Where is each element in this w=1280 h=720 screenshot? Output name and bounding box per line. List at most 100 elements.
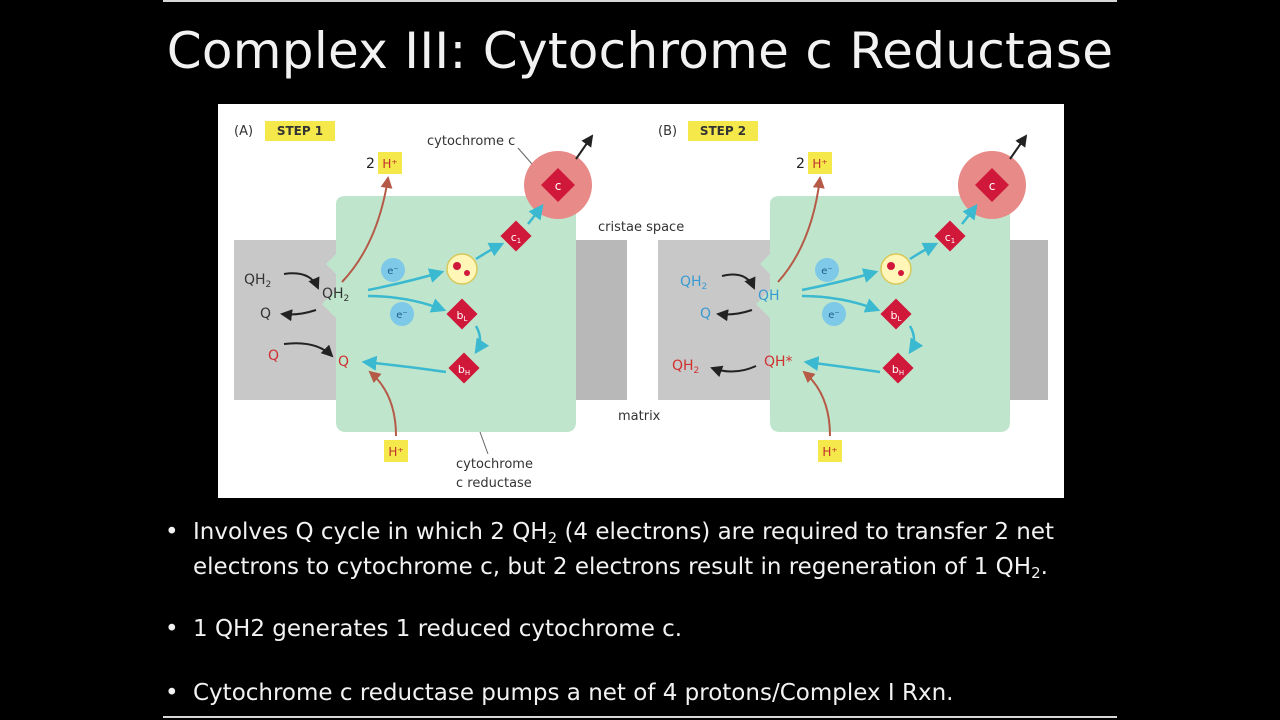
reductase-leader bbox=[479, 431, 489, 455]
cytochrome-c-label-inner-b: c bbox=[989, 179, 996, 193]
proton-count-b: 2 bbox=[796, 156, 805, 172]
bl-to-bh-arrow-a bbox=[474, 325, 490, 355]
bullet-dot: • bbox=[165, 616, 179, 642]
q-site-a: Q bbox=[338, 354, 349, 370]
q-released-b: Q bbox=[700, 306, 711, 322]
panel-b: (B) STEP 2 2 H⁺ H⁺ c QH2 QH Q QH2 QH* e⁻… bbox=[658, 121, 1048, 462]
q-release-arrow-a bbox=[280, 309, 317, 322]
rieske-center-b bbox=[880, 253, 912, 285]
reductase-label-2: c reductase bbox=[456, 476, 532, 491]
bullet-text-1: Involves Q cycle in which 2 QH2 (4 elect… bbox=[193, 519, 1055, 582]
proton-box-top-a bbox=[378, 152, 402, 174]
electron-2-label-a: e⁻ bbox=[396, 310, 407, 321]
bh-to-q-arrow-b bbox=[803, 356, 881, 374]
step-1-label: STEP 1 bbox=[277, 124, 323, 138]
proton-in-arrow-a bbox=[368, 370, 397, 437]
proton-label-bottom-a: H⁺ bbox=[388, 445, 403, 459]
proton-label-top-b: H⁺ bbox=[812, 157, 827, 171]
q-cycle-diagram: (A) STEP 1 2 H⁺ H⁺ cytochrome c c QH2 QH… bbox=[234, 121, 1048, 491]
e-to-rieske-arrow-b bbox=[801, 268, 879, 292]
heme-bl-label-a: bL bbox=[457, 309, 468, 323]
cytochrome-c-heme-a bbox=[541, 168, 575, 202]
heme-bl-label-b: bL bbox=[891, 309, 902, 323]
electron-1-a bbox=[381, 258, 405, 282]
rieske-s-a bbox=[464, 270, 470, 276]
qh-star-site-b: QH* bbox=[764, 354, 793, 370]
rieske-to-c1-arrow-a bbox=[475, 242, 505, 261]
e-to-bl-arrow-a bbox=[367, 294, 447, 313]
qh2-pool-b: QH2 bbox=[680, 274, 707, 292]
rieske-center-a bbox=[446, 253, 478, 285]
cytochrome-c-label-inner-a: c bbox=[555, 179, 562, 193]
proton-box-top-b bbox=[808, 152, 832, 174]
bottom-rule bbox=[163, 716, 1117, 718]
q-cycle-figure: (A) STEP 1 2 H⁺ H⁺ cytochrome c c QH2 QH… bbox=[218, 104, 1064, 498]
c1-to-c-arrow-a bbox=[527, 204, 544, 225]
q-bind-arrow-a bbox=[283, 342, 334, 358]
proton-box-bottom-b bbox=[818, 440, 842, 462]
heme-bh-label-a: bH bbox=[458, 363, 470, 377]
electron-1-b bbox=[815, 258, 839, 282]
cytochrome-c-leader-a bbox=[517, 147, 533, 165]
bh-to-q-arrow-a bbox=[361, 355, 447, 374]
bullet-item-protons: • Cytochrome c reductase pumps a net of … bbox=[165, 676, 953, 711]
proton-out-arrow-b bbox=[777, 176, 825, 283]
bl-to-bh-arrow-b bbox=[908, 325, 924, 355]
panel-a-letter: (A) bbox=[234, 124, 253, 139]
qh2-site-a: QH2 bbox=[322, 286, 349, 304]
electron-2-label-b: e⁻ bbox=[828, 310, 839, 321]
reductase-label-1: cytochrome bbox=[456, 457, 533, 472]
qh-site-b: QH bbox=[758, 288, 780, 304]
bullet-text-3: Cytochrome c reductase pumps a net of 4 … bbox=[193, 680, 954, 706]
rieske-to-c1-arrow-b bbox=[909, 242, 939, 261]
qh2-bind-arrow-a bbox=[283, 272, 320, 290]
heme-bh-label-b: bH bbox=[892, 363, 904, 377]
slide-title: Complex III: Cytochrome c Reductase bbox=[166, 22, 1114, 80]
q-release-arrow-b bbox=[716, 309, 753, 322]
qh2-release-arrow-b bbox=[710, 365, 757, 378]
rieske-s-b bbox=[898, 270, 904, 276]
bullet-item-qh2: • 1 QH2 generates 1 reduced cytochrome c… bbox=[165, 612, 682, 647]
e-to-bl-arrow-b bbox=[801, 294, 881, 313]
c1-to-c-arrow-b bbox=[961, 204, 978, 225]
step-2-label: STEP 2 bbox=[700, 124, 746, 138]
bullet-dot: • bbox=[165, 680, 179, 706]
cytochrome-c-heme-b bbox=[975, 168, 1009, 202]
proton-label-top-a: H⁺ bbox=[382, 157, 397, 171]
electron-2-b bbox=[822, 302, 846, 326]
proton-out-arrow-a bbox=[341, 176, 393, 283]
step-2-box bbox=[688, 121, 758, 141]
electron-1-label-a: e⁻ bbox=[387, 266, 398, 277]
heme-c1-label-a: c1 bbox=[511, 231, 522, 245]
membrane-b-right bbox=[1008, 240, 1048, 400]
cytochrome-c-release-arrow-b bbox=[1009, 134, 1028, 160]
proton-count-a: 2 bbox=[366, 156, 375, 172]
top-rule bbox=[163, 0, 1117, 2]
panel-b-letter: (B) bbox=[658, 124, 677, 139]
cytochrome-c-release-arrow-a bbox=[575, 134, 594, 160]
bullet-text-2: 1 QH2 generates 1 reduced cytochrome c. bbox=[193, 616, 683, 642]
qh2-bind-arrow-b bbox=[721, 273, 756, 290]
e-to-rieske-arrow-a bbox=[367, 268, 445, 292]
matrix-label: matrix bbox=[618, 409, 661, 424]
qh2-out-b: QH2 bbox=[672, 358, 699, 376]
panel-a: (A) STEP 1 2 H⁺ H⁺ cytochrome c c QH2 QH… bbox=[234, 121, 627, 462]
heme-bl-a bbox=[446, 298, 478, 330]
proton-box-bottom-a bbox=[384, 440, 408, 462]
heme-bh-a bbox=[448, 352, 480, 384]
bullet-dot: • bbox=[165, 519, 179, 545]
q-pool-a: Q bbox=[268, 348, 279, 364]
q-released-a: Q bbox=[260, 306, 271, 322]
step-1-box bbox=[265, 121, 335, 141]
rieske-fe-b bbox=[887, 262, 895, 270]
membrane-a-right bbox=[576, 240, 627, 400]
cristae-space-label: cristae space bbox=[598, 220, 684, 235]
proton-in-arrow-b bbox=[802, 370, 831, 437]
bullet-item-q-cycle: • Involves Q cycle in which 2 QH2 (4 ele… bbox=[165, 515, 1125, 585]
heme-c1-label-b: c1 bbox=[945, 231, 956, 245]
electron-2-a bbox=[390, 302, 414, 326]
qh2-pool-a: QH2 bbox=[244, 272, 271, 290]
cytochrome-c-label-a: cytochrome c bbox=[427, 134, 515, 149]
proton-label-bottom-b: H⁺ bbox=[822, 445, 837, 459]
rieske-fe-a bbox=[453, 262, 461, 270]
